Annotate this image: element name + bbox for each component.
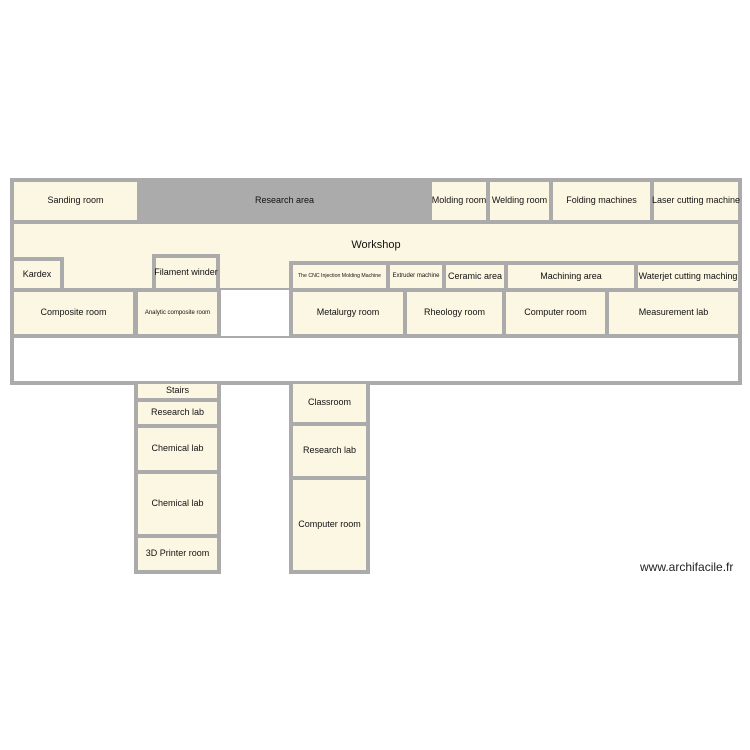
filament-winder-label: Filament winder (154, 267, 218, 278)
chemical-lab-1-label: Chemical lab (151, 443, 204, 454)
kardex-wall-side (60, 257, 64, 290)
ceramic-area: Ceramic area (446, 265, 504, 288)
chemical-lab-2-label: Chemical lab (151, 498, 204, 509)
composite-room-label: Composite room (40, 307, 107, 318)
machining-area: Machining area (508, 265, 634, 288)
metalurgy-room-label: Metalurgy room (316, 307, 380, 318)
stairs: Stairs (138, 384, 217, 398)
chemical-lab-1: Chemical lab (138, 428, 217, 470)
measurement-lab-label: Measurement lab (638, 307, 709, 318)
computer-room-bottom: Computer room (293, 480, 366, 570)
extruder-machine: Extruder machine (390, 265, 442, 288)
folding-machines: Folding machines (553, 182, 650, 220)
folding-machines-label: Folding machines (566, 195, 637, 206)
cnc-injection-molding-machine: The CNC Injection Molding Machine (293, 265, 386, 288)
molding-room-label: Molding room (431, 195, 487, 206)
welding-room-label: Welding room (491, 195, 548, 206)
laser-cutting-machine: Laser cutting machine (651, 182, 741, 220)
kardex-wall (10, 257, 64, 261)
measurement-lab: Measurement lab (609, 292, 738, 334)
classroom: Classroom (293, 384, 366, 422)
kardex-label: Kardex (22, 268, 52, 279)
waterjet-cutting-machine: Waterjet cutting maching (638, 265, 738, 288)
filament-winder: Filament winder (154, 258, 218, 288)
research-lab-left: Research lab (138, 402, 217, 424)
waterjet-cutting-machine-label: Waterjet cutting maching (638, 270, 738, 281)
extruder-machine-label: Extruder machine (392, 273, 440, 280)
stairs-label: Stairs (165, 385, 189, 396)
laser-cutting-machine-label: Laser cutting machine (651, 195, 741, 206)
rheology-room-label: Rheology room (423, 307, 486, 318)
research-lab-right: Research lab (293, 426, 366, 476)
chemical-lab-2: Chemical lab (138, 474, 217, 534)
research-area: Research area (140, 182, 429, 220)
metalurgy-room: Metalurgy room (293, 292, 403, 334)
rheology-room: Rheology room (407, 292, 502, 334)
molding-room: Molding room (432, 182, 486, 220)
workshop-label: Workshop (351, 239, 401, 251)
ceramic-area-label: Ceramic area (447, 270, 503, 281)
computer-room-bottom-label: Computer room (298, 519, 361, 530)
corridor-gap (221, 290, 289, 336)
watermark: www.archifacile.fr (640, 560, 734, 574)
classroom-label: Classroom (307, 397, 351, 408)
analytic-composite-room-label: Analytic composite room (144, 309, 211, 316)
kardex: Kardex (14, 261, 60, 288)
sanding-room-label: Sanding room (47, 195, 104, 206)
analytic-composite-room: Analytic composite room (138, 292, 217, 334)
research-lab-right-label: Research lab (302, 445, 357, 456)
sanding-room: Sanding room (14, 182, 137, 220)
3d-printer-room: 3D Printer room (138, 538, 217, 570)
computer-room-top-label: Computer room (524, 307, 587, 318)
research-lab-left-label: Research lab (150, 407, 205, 418)
computer-room-top: Computer room (506, 292, 605, 334)
corridor (14, 338, 738, 381)
machining-area-label: Machining area (540, 270, 602, 281)
cnc-machine-label: The CNC Injection Molding Machine (297, 272, 382, 279)
composite-room: Composite room (14, 292, 133, 334)
3d-printer-room-label: 3D Printer room (145, 548, 210, 559)
welding-room: Welding room (490, 182, 549, 220)
research-area-label: Research area (254, 195, 315, 206)
